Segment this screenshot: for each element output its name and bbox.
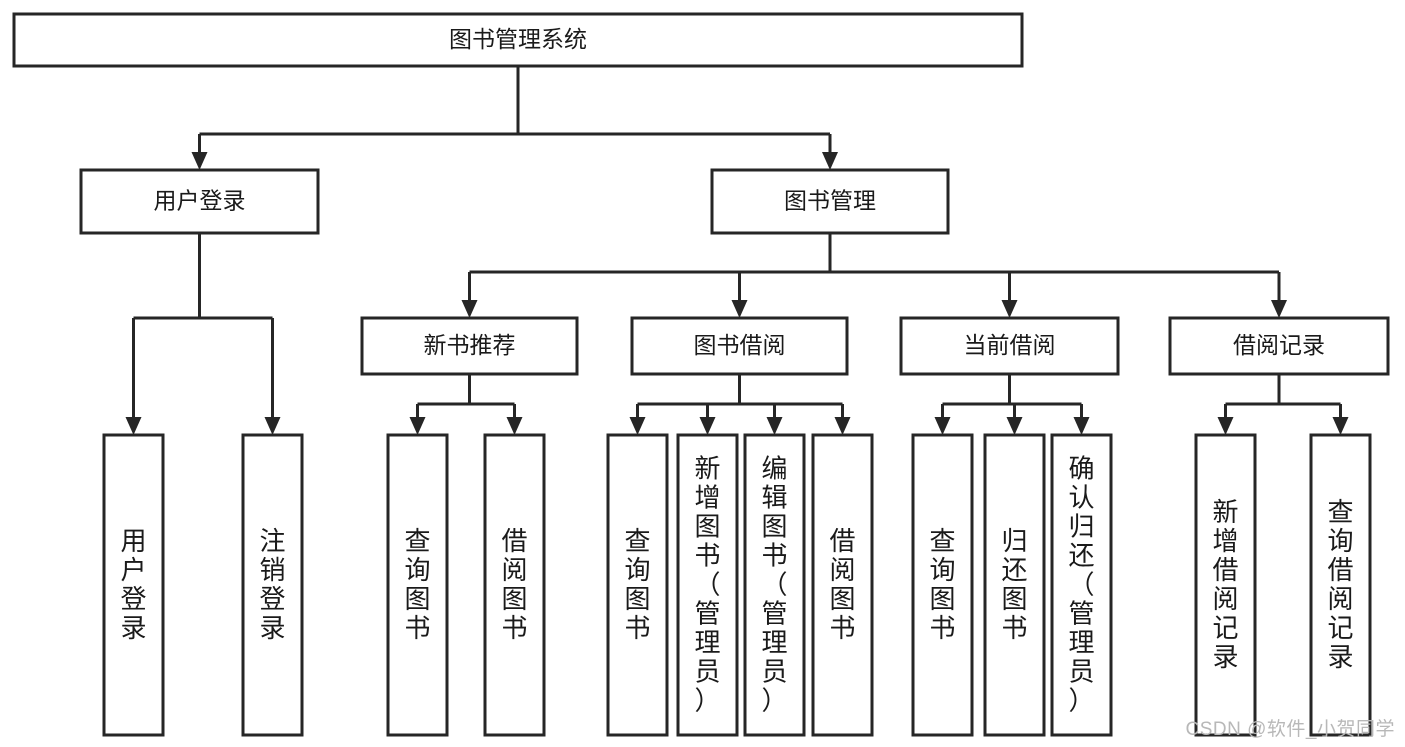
node-label-leaf-query-book-2: 查询图书 <box>624 526 650 643</box>
node-label-leaf-return-book: 归还图书 <box>1001 526 1027 643</box>
node-label-book-borrow: 图书借阅 <box>694 332 786 358</box>
node-label-leaf-user-logout: 注销登录 <box>259 526 285 643</box>
node-box-current-borrow <box>899 316 1120 376</box>
arrow-down-icon-userlogin-0 <box>125 417 142 435</box>
node-box-user-login <box>79 168 320 235</box>
arrow-down-icon-new-book-recommend-0 <box>409 417 426 435</box>
nodes-layer: 图书管理系统用户登录图书管理新书推荐图书借阅当前借阅借阅记录用户登录注销登录查询… <box>12 12 1390 737</box>
node-leaf-user-logout[interactable]: 注销登录 <box>241 433 304 737</box>
node-leaf-query-book-1[interactable]: 查询图书 <box>386 433 449 737</box>
node-box-leaf-query-book-3 <box>911 433 974 737</box>
arrow-down-icon-current-borrow-0 <box>934 417 951 435</box>
node-box-leaf-add-book <box>676 433 739 737</box>
node-leaf-confirm-return[interactable]: 确认归还（管理员） <box>1050 433 1113 737</box>
node-box-book-manage <box>710 168 950 235</box>
node-current-borrow[interactable]: 当前借阅 <box>899 316 1120 376</box>
node-label-borrow-record: 借阅记录 <box>1233 332 1325 358</box>
node-label-leaf-borrow-book-1: 借阅图书 <box>501 526 527 643</box>
node-box-leaf-return-book <box>983 433 1046 737</box>
node-leaf-borrow-book-1[interactable]: 借阅图书 <box>483 433 546 737</box>
arrow-down-icon-root-1 <box>822 152 838 170</box>
node-label-leaf-query-record: 查询借阅记录 <box>1327 497 1353 672</box>
node-label-user-login: 用户登录 <box>154 188 246 214</box>
node-box-leaf-query-book-2 <box>606 433 669 737</box>
arrow-down-icon-book-borrow-0 <box>629 417 646 435</box>
node-borrow-record[interactable]: 借阅记录 <box>1168 316 1390 376</box>
node-leaf-borrow-book-2[interactable]: 借阅图书 <box>811 433 874 737</box>
node-box-leaf-add-record <box>1194 433 1257 737</box>
node-leaf-query-book-2[interactable]: 查询图书 <box>606 433 669 737</box>
node-label-leaf-user-login: 用户登录 <box>120 526 146 643</box>
node-box-borrow-record <box>1168 316 1390 376</box>
node-box-leaf-borrow-book-2 <box>811 433 874 737</box>
node-leaf-query-book-3[interactable]: 查询图书 <box>911 433 974 737</box>
node-label-leaf-borrow-book-2: 借阅图书 <box>829 526 855 643</box>
arrow-down-icon-current-borrow-2 <box>1073 417 1090 435</box>
node-box-new-book-recommend <box>360 316 579 376</box>
arrow-down-icon-bookmanage-0 <box>461 300 478 318</box>
node-label-new-book-recommend: 新书推荐 <box>424 332 516 358</box>
node-leaf-add-book[interactable]: 新增图书（管理员） <box>676 433 739 737</box>
node-label-leaf-confirm-return: 确认归还（管理员） <box>1068 454 1094 716</box>
node-box-root <box>12 12 1024 68</box>
connectors-layer <box>125 66 1349 435</box>
arrow-down-icon-bookmanage-3 <box>1271 300 1287 318</box>
node-box-leaf-query-record <box>1309 433 1372 737</box>
arrow-down-icon-bookmanage-1 <box>731 300 748 318</box>
node-new-book-recommend[interactable]: 新书推荐 <box>360 316 579 376</box>
node-label-leaf-edit-book: 编辑图书（管理员） <box>761 454 787 716</box>
node-root[interactable]: 图书管理系统 <box>12 12 1024 68</box>
node-leaf-edit-book[interactable]: 编辑图书（管理员） <box>743 433 806 737</box>
arrow-down-icon-current-borrow-1 <box>1006 417 1023 435</box>
node-label-root: 图书管理系统 <box>449 26 587 52</box>
node-box-leaf-user-logout <box>241 433 304 737</box>
arrow-down-icon-book-borrow-2 <box>766 417 783 435</box>
node-label-current-borrow: 当前借阅 <box>964 332 1056 358</box>
arrow-down-icon-bookmanage-2 <box>1001 300 1018 318</box>
node-box-leaf-user-login <box>102 433 165 737</box>
node-box-leaf-borrow-book-1 <box>483 433 546 737</box>
arrow-down-icon-book-borrow-1 <box>699 417 716 435</box>
node-box-leaf-confirm-return <box>1050 433 1113 737</box>
node-label-book-manage: 图书管理 <box>784 188 876 214</box>
node-box-book-borrow <box>630 316 849 376</box>
arrow-down-icon-borrow-record-0 <box>1217 417 1234 435</box>
node-leaf-user-login[interactable]: 用户登录 <box>102 433 165 737</box>
arrow-down-icon-borrow-record-1 <box>1332 417 1349 435</box>
node-box-leaf-edit-book <box>743 433 806 737</box>
node-leaf-return-book[interactable]: 归还图书 <box>983 433 1046 737</box>
node-box-leaf-query-book-1 <box>386 433 449 737</box>
arrow-down-icon-root-0 <box>191 152 208 170</box>
node-book-manage[interactable]: 图书管理 <box>710 168 950 235</box>
node-label-leaf-add-book: 新增图书（管理员） <box>694 454 720 716</box>
node-leaf-add-record[interactable]: 新增借阅记录 <box>1194 433 1257 737</box>
node-label-leaf-query-book-3: 查询图书 <box>929 526 955 643</box>
node-label-leaf-add-record: 新增借阅记录 <box>1212 497 1238 672</box>
node-user-login[interactable]: 用户登录 <box>79 168 320 235</box>
node-label-leaf-query-book-1: 查询图书 <box>404 526 430 643</box>
arrow-down-icon-userlogin-1 <box>264 417 281 435</box>
arrow-down-icon-book-borrow-3 <box>834 417 851 435</box>
node-book-borrow[interactable]: 图书借阅 <box>630 316 849 376</box>
node-leaf-query-record[interactable]: 查询借阅记录 <box>1309 433 1372 737</box>
arrow-down-icon-new-book-recommend-1 <box>506 417 523 435</box>
